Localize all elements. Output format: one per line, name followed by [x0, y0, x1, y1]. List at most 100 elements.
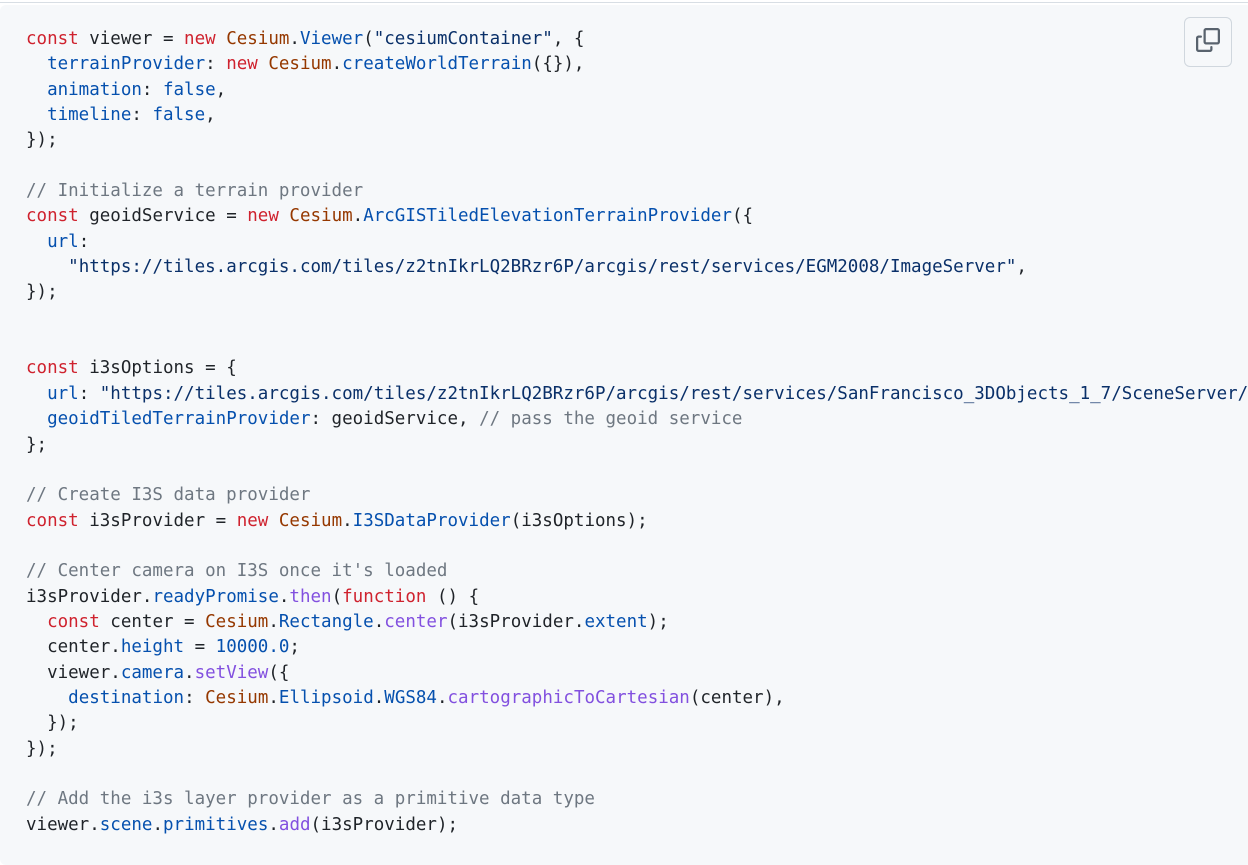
code-token: add — [278, 814, 311, 835]
code-token: . — [268, 814, 279, 835]
code-token: // Add the i3s layer provider as a primi… — [26, 789, 595, 810]
code-token: timeline — [47, 105, 132, 126]
code-token: . — [152, 814, 163, 835]
code-line: }); — [26, 737, 1248, 762]
code-token: // pass the geoid service — [479, 409, 743, 430]
code-token: }); — [26, 713, 79, 734]
code-line: }); — [26, 128, 1248, 153]
code-token: function — [342, 586, 427, 607]
code-token: Cesium — [205, 687, 269, 708]
code-token: (i3sProvider. — [447, 611, 585, 632]
code-token: "https://tiles.arcgis.com/tiles/z2tnIkrL… — [99, 383, 1248, 404]
code-line: center.height = 10000.0; — [26, 635, 1248, 660]
code-token: ( — [363, 29, 374, 49]
code-token: : — [205, 54, 227, 75]
code-token: geoidService = — [78, 206, 248, 227]
code-line: const center = Cesium.Rectangle.center(i… — [26, 610, 1248, 635]
code-token: viewer. — [26, 814, 100, 835]
code-token — [26, 409, 47, 429]
code-token: . — [289, 29, 300, 49]
code-line: }); — [26, 280, 1248, 305]
code-token — [216, 29, 227, 49]
code-token: then — [289, 586, 332, 607]
code-token: : — [131, 105, 153, 126]
code-token: 10000.0 — [215, 637, 290, 658]
code-token: false — [162, 79, 216, 100]
code-token: viewer = — [78, 29, 185, 49]
code-token: Cesium — [268, 54, 332, 75]
code-token: setView — [194, 662, 269, 683]
code-line: url: — [26, 230, 1248, 255]
code-token: WGS84 — [384, 687, 437, 708]
code-token: . — [373, 687, 385, 708]
code-token: new — [236, 510, 269, 531]
code-token — [26, 384, 47, 404]
code-token: ({}), — [531, 54, 585, 75]
code-token: url — [47, 231, 79, 252]
code-token: readyPromise — [152, 586, 279, 607]
code-token: primitives — [163, 814, 269, 835]
code-token — [26, 105, 47, 125]
code-token: . — [278, 586, 290, 607]
code-token: const — [26, 29, 79, 49]
code-token: const — [26, 206, 79, 227]
code-token: const — [26, 358, 79, 379]
code-line: viewer.scene.primitives.add(i3sProvider)… — [26, 813, 1248, 838]
code-token: : geoidService, — [310, 409, 480, 430]
code-token: i3sProvider = — [78, 510, 237, 531]
code-token: Viewer — [299, 29, 364, 49]
copy-button[interactable] — [1184, 17, 1232, 67]
code-block: const viewer = new Cesium.Viewer("cesium… — [0, 5, 1248, 865]
code-line: const geoidService = new Cesium.ArcGISTi… — [26, 204, 1248, 229]
code-token: ({ — [268, 662, 290, 683]
code-token: . — [342, 510, 353, 531]
code-line: const i3sProvider = new Cesium.I3SDataPr… — [26, 509, 1248, 534]
code-token: . — [373, 611, 385, 632]
copy-icon — [1196, 27, 1220, 57]
code-token: ({ — [731, 206, 754, 227]
code-token: // Initialize a terrain provider — [26, 181, 364, 202]
code-line: timeline: false, — [26, 103, 1248, 128]
code-token: scene — [99, 814, 153, 835]
code-token — [268, 511, 279, 531]
code-token: Cesium — [226, 29, 290, 49]
code-token: center. — [26, 637, 121, 658]
code-line: // Center camera on I3S once it's loaded — [26, 559, 1248, 584]
code-token: animation — [47, 79, 142, 100]
code-token: center = — [99, 611, 206, 632]
code-token: , — [215, 79, 227, 100]
code-token: , { — [552, 29, 585, 49]
code-token: }; — [26, 434, 48, 455]
code-token: Rectangle — [278, 611, 374, 632]
code-token: : — [78, 231, 90, 252]
code-token: camera — [120, 662, 185, 683]
code-token: : — [78, 383, 100, 404]
code-line: const viewer = new Cesium.Viewer("cesium… — [26, 27, 1248, 52]
code-token — [26, 257, 68, 277]
code-content[interactable]: const viewer = new Cesium.Viewer("cesium… — [26, 27, 1248, 838]
code-token: }); — [26, 130, 58, 151]
code-token: new — [247, 206, 279, 227]
code-line: // Create I3S data provider — [26, 483, 1248, 508]
code-token: , — [205, 105, 216, 126]
code-token: : — [184, 687, 206, 708]
code-token — [26, 612, 47, 632]
code-token: ; — [289, 637, 300, 658]
code-token: // Create I3S data provider — [26, 485, 311, 506]
code-line — [26, 458, 1248, 483]
code-token: . — [268, 611, 279, 632]
code-token: false — [152, 105, 206, 126]
code-line: }; — [26, 433, 1248, 458]
code-token: destination — [68, 687, 185, 708]
code-token: Cesium — [205, 611, 269, 632]
code-token — [26, 688, 68, 708]
code-token: const — [26, 510, 79, 531]
code-token: . — [352, 206, 364, 227]
code-token: I3SDataProvider — [352, 510, 511, 531]
code-token: Cesium — [278, 510, 343, 531]
code-line — [26, 762, 1248, 787]
code-token: const — [47, 611, 100, 632]
top-divider — [0, 2, 1248, 3]
code-token: new — [184, 29, 216, 49]
code-line: // Initialize a terrain provider — [26, 179, 1248, 204]
